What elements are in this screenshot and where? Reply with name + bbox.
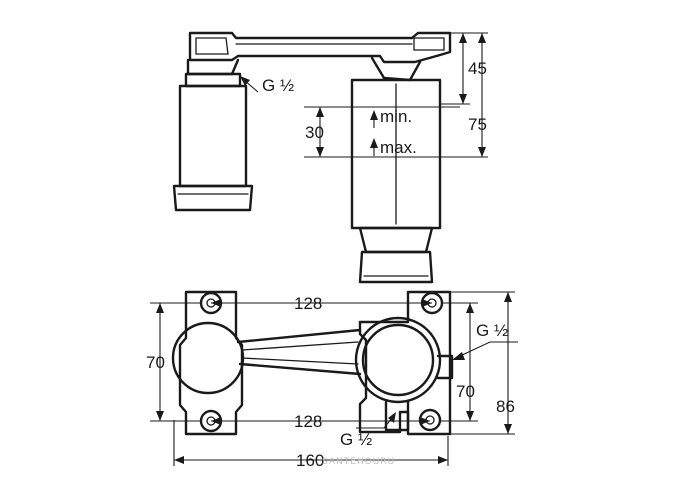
dim-86-label: 86 (496, 397, 515, 416)
min-arrow (370, 110, 378, 120)
min-label: min. (380, 107, 412, 126)
front-view (150, 290, 518, 466)
dim-70-left-ext (150, 302, 200, 422)
left-connection-body (171, 321, 245, 395)
dim-70-right-label: 70 (456, 382, 475, 401)
cartridge-end (358, 250, 434, 284)
cartridge-body (350, 78, 442, 230)
thread-bottom-label: G ½ (340, 430, 372, 449)
right-mounting-plate (358, 290, 452, 436)
dim-30-label: 30 (305, 123, 324, 142)
watermark: SANTEHOURU (322, 457, 395, 467)
dim-75-label: 75 (468, 115, 487, 134)
handle-collar (184, 72, 242, 88)
dim-128-top-label: 128 (294, 294, 322, 313)
dim-86-ext (450, 291, 515, 435)
spout-arm-inner-left (195, 37, 229, 55)
spout-arm-inner-right (413, 37, 445, 51)
bridge-pipe (236, 328, 362, 376)
thread-right-label: G ½ (476, 321, 508, 340)
right-connection-body (354, 316, 442, 404)
dim-70-left-label: 70 (146, 353, 165, 372)
bridge-pipe-inner (241, 341, 359, 365)
right-outlet-stub (436, 354, 454, 380)
right-connection-inner (361, 323, 435, 397)
max-arrow (370, 138, 378, 148)
thread-bottom-leader (356, 417, 393, 429)
dim-160-ext (173, 420, 449, 466)
handle-body (178, 84, 248, 188)
spout-arm (188, 31, 452, 64)
cartridge-neck (358, 226, 434, 254)
handle-flange (172, 184, 254, 212)
dim-70-right-ext (440, 302, 478, 422)
dim-128-bottom-label: 128 (294, 412, 322, 431)
dim-45-label: 45 (468, 59, 487, 78)
thread-right-leader (459, 341, 518, 357)
dim-160-label: 160 (296, 451, 324, 470)
side-view (172, 31, 488, 284)
bottom-outlet-stub (384, 400, 410, 432)
thread-top-label: G ½ (262, 76, 294, 95)
max-label: max. (380, 138, 417, 157)
handle-neck (186, 58, 240, 76)
